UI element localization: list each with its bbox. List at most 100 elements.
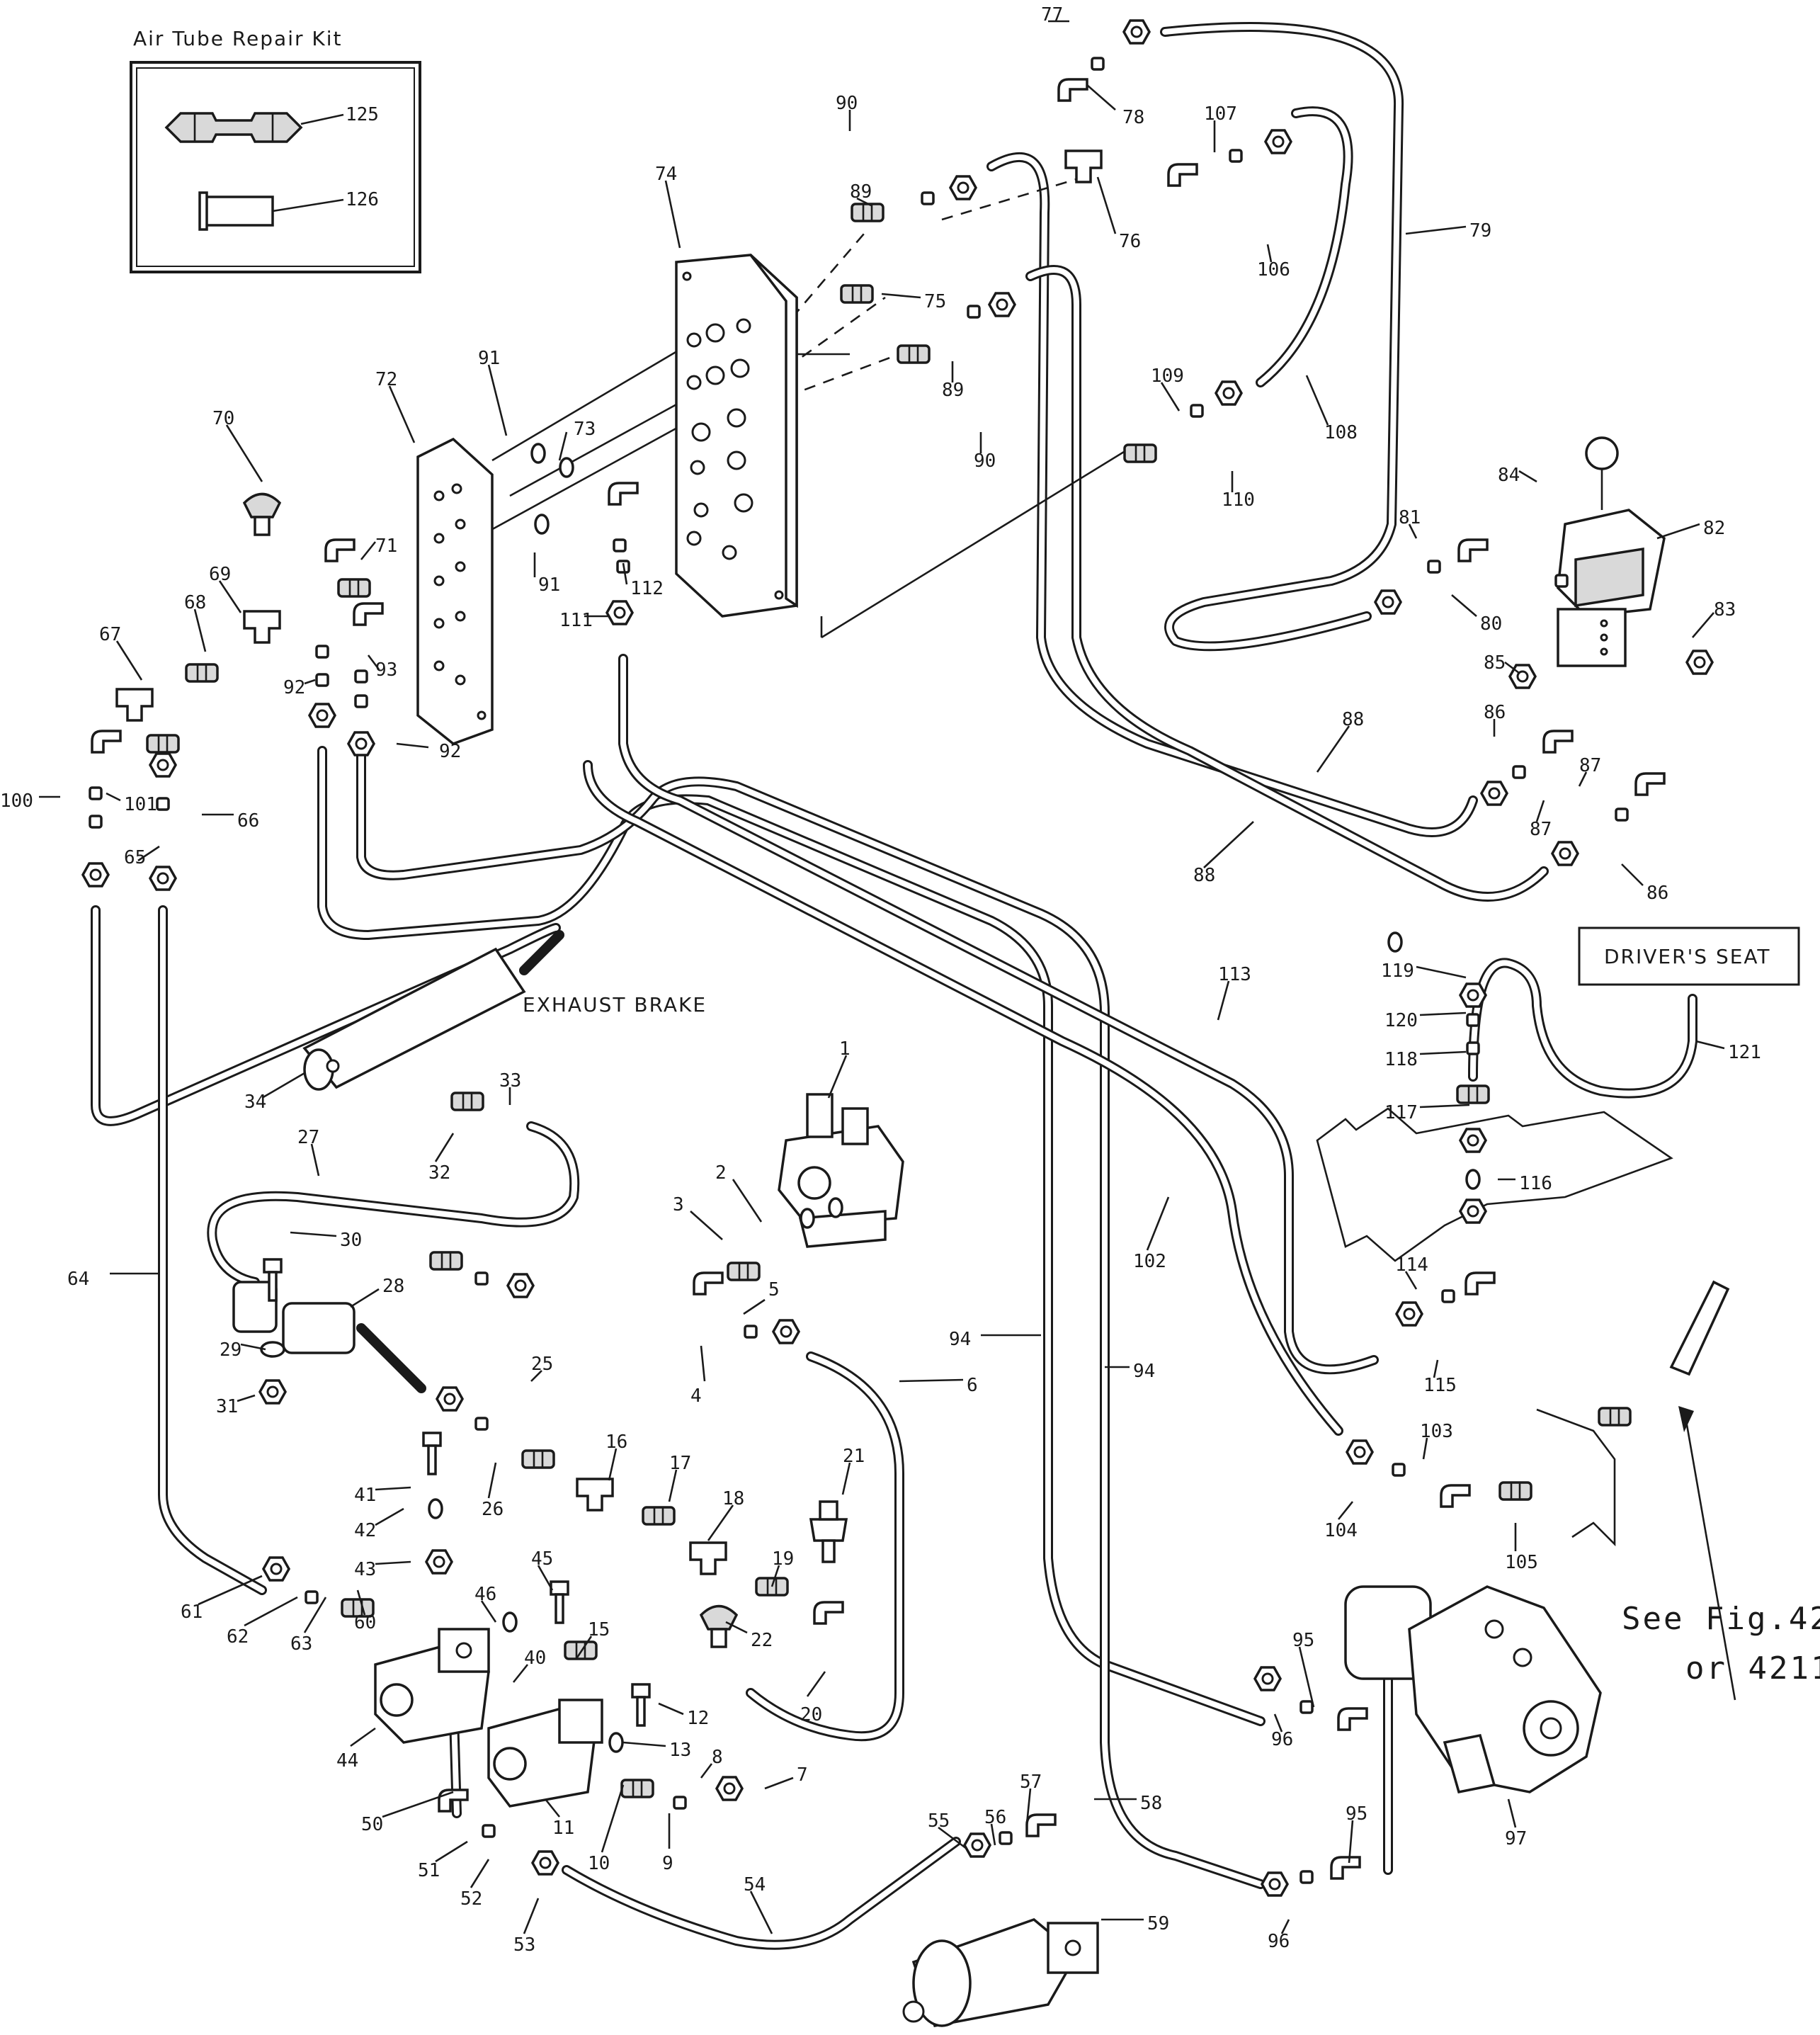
nut-fitting: [1122, 19, 1151, 45]
sleeve-fitting: [474, 1417, 489, 1431]
label-91a: 91: [478, 348, 500, 369]
conn-fitting: [341, 1598, 375, 1618]
nut-fitting: [435, 1386, 465, 1412]
sleeve-fitting: [1466, 1041, 1480, 1055]
label-26: 26: [482, 1499, 504, 1520]
leader-18: [707, 1504, 734, 1541]
sleeve-fitting: [1615, 807, 1629, 822]
leader-2: [732, 1179, 763, 1223]
leader-88b: [1203, 821, 1254, 868]
leader-78: [1086, 84, 1116, 110]
compressor-97: [1344, 1585, 1602, 1794]
nut-fitting: [1458, 1198, 1488, 1224]
label-97: 97: [1505, 1828, 1527, 1849]
label-78: 78: [1122, 107, 1144, 128]
leader-57: [1025, 1788, 1032, 1825]
leader-32: [434, 1133, 455, 1162]
nut-fitting: [1394, 1301, 1424, 1327]
label-113: 113: [1218, 964, 1251, 985]
leader-92a: [304, 679, 316, 685]
see-fig-line2: or 4211A: [1685, 1650, 1820, 1687]
sleeve-fitting: [967, 305, 981, 319]
repair-kit-frame: [130, 61, 421, 273]
leader-lines: [39, 20, 1725, 1934]
label-90b: 90: [974, 450, 996, 472]
label-102: 102: [1133, 1251, 1166, 1272]
label-34: 34: [244, 1092, 266, 1113]
elbow-fitting: [1337, 1707, 1368, 1731]
leader-108: [1305, 375, 1329, 426]
label-86b: 86: [1646, 883, 1668, 904]
conn-fitting: [1456, 1084, 1490, 1104]
nut-fitting: [715, 1776, 744, 1801]
tee-fitting: [1064, 149, 1103, 183]
label-42: 42: [354, 1520, 376, 1541]
leader-41: [375, 1486, 411, 1491]
leader-1: [827, 1055, 848, 1099]
leader-96b: [1280, 1919, 1290, 1934]
ring-fitting: [1387, 931, 1403, 953]
leader-73: [558, 431, 568, 461]
conn-fitting: [146, 734, 180, 754]
see-fig-line1: See Fig.4211: [1622, 1601, 1820, 1637]
label-2: 2: [715, 1162, 727, 1184]
label-82: 82: [1703, 518, 1725, 539]
nut-fitting: [987, 292, 1017, 317]
leader-62: [244, 1596, 298, 1627]
label-121: 121: [1728, 1042, 1761, 1063]
elbow-fitting: [1167, 163, 1198, 187]
label-120: 120: [1384, 1010, 1418, 1031]
label-118: 118: [1384, 1049, 1418, 1070]
conn-fitting: [1598, 1407, 1632, 1427]
leader-7: [764, 1776, 794, 1790]
nut-fitting: [307, 703, 337, 728]
valve-11: [487, 1699, 603, 1808]
nut-fitting: [1253, 1666, 1282, 1691]
leader-27: [310, 1143, 320, 1177]
sleeve-fitting: [354, 669, 368, 684]
label-56: 56: [984, 1807, 1006, 1828]
label-94b: 94: [1133, 1361, 1155, 1382]
leader-101: [106, 792, 121, 802]
leader-4: [700, 1345, 706, 1382]
manifold-plate-74: [675, 254, 798, 618]
label-11: 11: [552, 1818, 574, 1839]
label-126: 126: [346, 189, 379, 210]
label-75: 75: [924, 291, 946, 312]
sleeve-fitting: [1091, 57, 1105, 71]
conn-fitting: [642, 1506, 676, 1526]
repair-kit-box: Air Tube Repair Kit 125 126: [130, 27, 421, 273]
nut-fitting: [148, 752, 178, 778]
label-63: 63: [290, 1633, 312, 1655]
leader-34: [261, 1072, 305, 1099]
label-20: 20: [800, 1704, 822, 1725]
tee-fitting: [576, 1478, 614, 1512]
label-46: 46: [474, 1584, 496, 1605]
leader-76: [1096, 176, 1117, 234]
leader-93: [367, 654, 380, 670]
label-19: 19: [772, 1548, 794, 1570]
sleeve-fitting: [999, 1831, 1013, 1845]
cap-fitting: [242, 492, 282, 536]
leader-6: [899, 1378, 964, 1383]
label-72: 72: [375, 369, 397, 390]
bolt-fitting: [550, 1580, 569, 1624]
leader-60: [356, 1589, 366, 1616]
manifold-plate-72: [416, 437, 494, 745]
sleeve-fitting: [474, 1271, 489, 1286]
leader-5: [743, 1298, 766, 1315]
leader-12: [658, 1702, 684, 1716]
leader-63: [303, 1597, 327, 1633]
nut-fitting: [605, 600, 635, 625]
tee-fitting: [689, 1541, 727, 1575]
leader-74: [664, 180, 681, 249]
label-21: 21: [843, 1446, 865, 1467]
conn-fitting: [897, 344, 931, 364]
label-119: 119: [1381, 960, 1414, 982]
label-101: 101: [124, 794, 157, 815]
leader-26: [487, 1462, 497, 1499]
sleeve-icon: [198, 191, 274, 231]
leader-121: [1695, 1040, 1725, 1050]
label-96a: 96: [1271, 1729, 1293, 1750]
label-62: 62: [227, 1626, 249, 1648]
